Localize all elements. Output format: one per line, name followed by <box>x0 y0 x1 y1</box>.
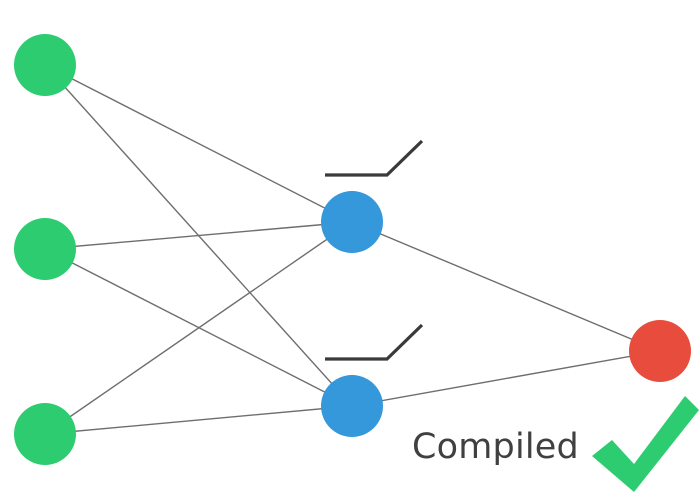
input-node-3 <box>14 403 76 465</box>
output-node-1 <box>629 320 691 382</box>
relu-icon-2 <box>325 323 424 361</box>
edge-hidden-1-to-output-1 <box>351 221 661 352</box>
edge-input-2-to-hidden-1 <box>44 221 353 250</box>
activation-icons <box>325 139 424 361</box>
input-node-2 <box>14 218 76 280</box>
compiled-label: Compiled <box>412 427 579 467</box>
edge-input-3-to-hidden-1 <box>44 221 353 435</box>
relu-icon-1 <box>325 139 424 177</box>
input-node-1 <box>14 34 76 96</box>
checkmark-shape <box>592 396 699 492</box>
connections <box>44 64 661 435</box>
nodes <box>14 34 691 465</box>
hidden-node-2 <box>321 375 383 437</box>
edge-input-1-to-hidden-1 <box>44 64 353 223</box>
hidden-node-1 <box>321 191 383 253</box>
checkmark-icon <box>592 396 699 492</box>
edge-hidden-2-to-output-1 <box>351 350 661 407</box>
edge-input-3-to-hidden-2 <box>44 405 353 435</box>
